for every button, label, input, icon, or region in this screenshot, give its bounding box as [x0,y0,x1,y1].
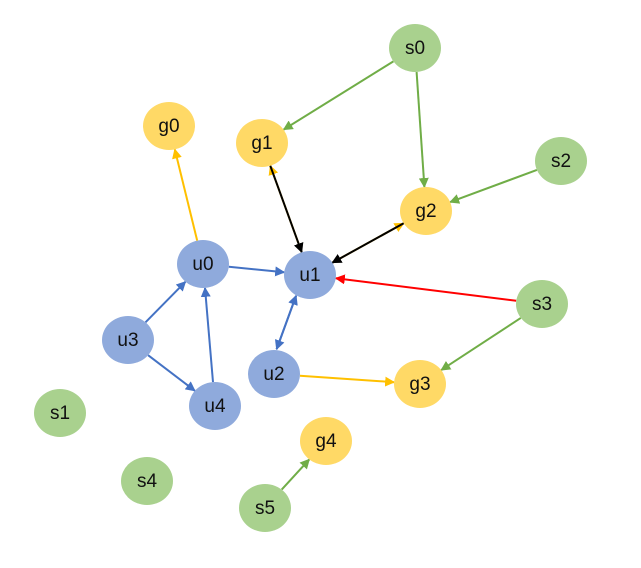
node-u2-circle [248,350,300,398]
node-g2: g2 [400,187,452,235]
node-g1: g1 [236,119,288,167]
edge-g1-to-u1 [269,165,304,254]
nodes-layer: s0 g0 g1 s2 g2 u0 u1 s3 u3 u2 g3 s1 u4 g4 s4 s5 [34,24,587,532]
node-u0-circle [177,240,229,288]
node-g0: g0 [143,102,195,150]
node-s1-circle [34,389,86,437]
node-u4: u4 [189,382,241,430]
node-g3: g3 [394,360,446,408]
node-g4-circle [300,417,352,465]
edge-u0-to-g0 [172,148,199,241]
node-s5-circle [239,484,291,532]
edge-s2-to-g2 [449,168,538,204]
node-s0-circle [389,24,441,72]
node-g2-circle [400,187,452,235]
node-s4: s4 [121,457,173,505]
node-g3-circle [394,360,446,408]
edge-u3-to-u0 [144,280,187,324]
node-s2: s2 [535,137,587,185]
node-s3: s3 [516,280,568,328]
edge-u3-to-u4 [147,354,196,392]
edge-s5-to-g4 [280,458,311,491]
node-s4-circle [121,457,173,505]
node-g4: g4 [300,417,352,465]
edge-s3-to-g3 [440,317,522,371]
node-g1-circle [236,119,288,167]
node-u4-circle [189,382,241,430]
node-g0-circle [143,102,195,150]
edge-s0-to-g1 [282,60,394,131]
node-s1: s1 [34,389,86,437]
node-s5: s5 [239,484,291,532]
node-u2: u2 [248,350,300,398]
node-u1-circle [284,251,336,299]
node-u3-circle [102,316,154,364]
edge-g2-to-u1 [331,222,405,264]
edge-u2-to-g3 [299,374,396,387]
edge-u1-to-u2 [274,295,298,351]
node-s0: s0 [389,24,441,72]
node-u3: u3 [102,316,154,364]
node-s3-circle [516,280,568,328]
edges-layer [144,60,538,491]
edge-u0-to-u1 [228,265,286,277]
edge-s3-to-u1 [334,274,517,302]
node-u0: u0 [177,240,229,288]
edge-s0-to-g2 [415,71,429,188]
edge-u4-to-u0 [200,286,214,383]
node-s2-circle [535,137,587,185]
node-u1: u1 [284,251,336,299]
